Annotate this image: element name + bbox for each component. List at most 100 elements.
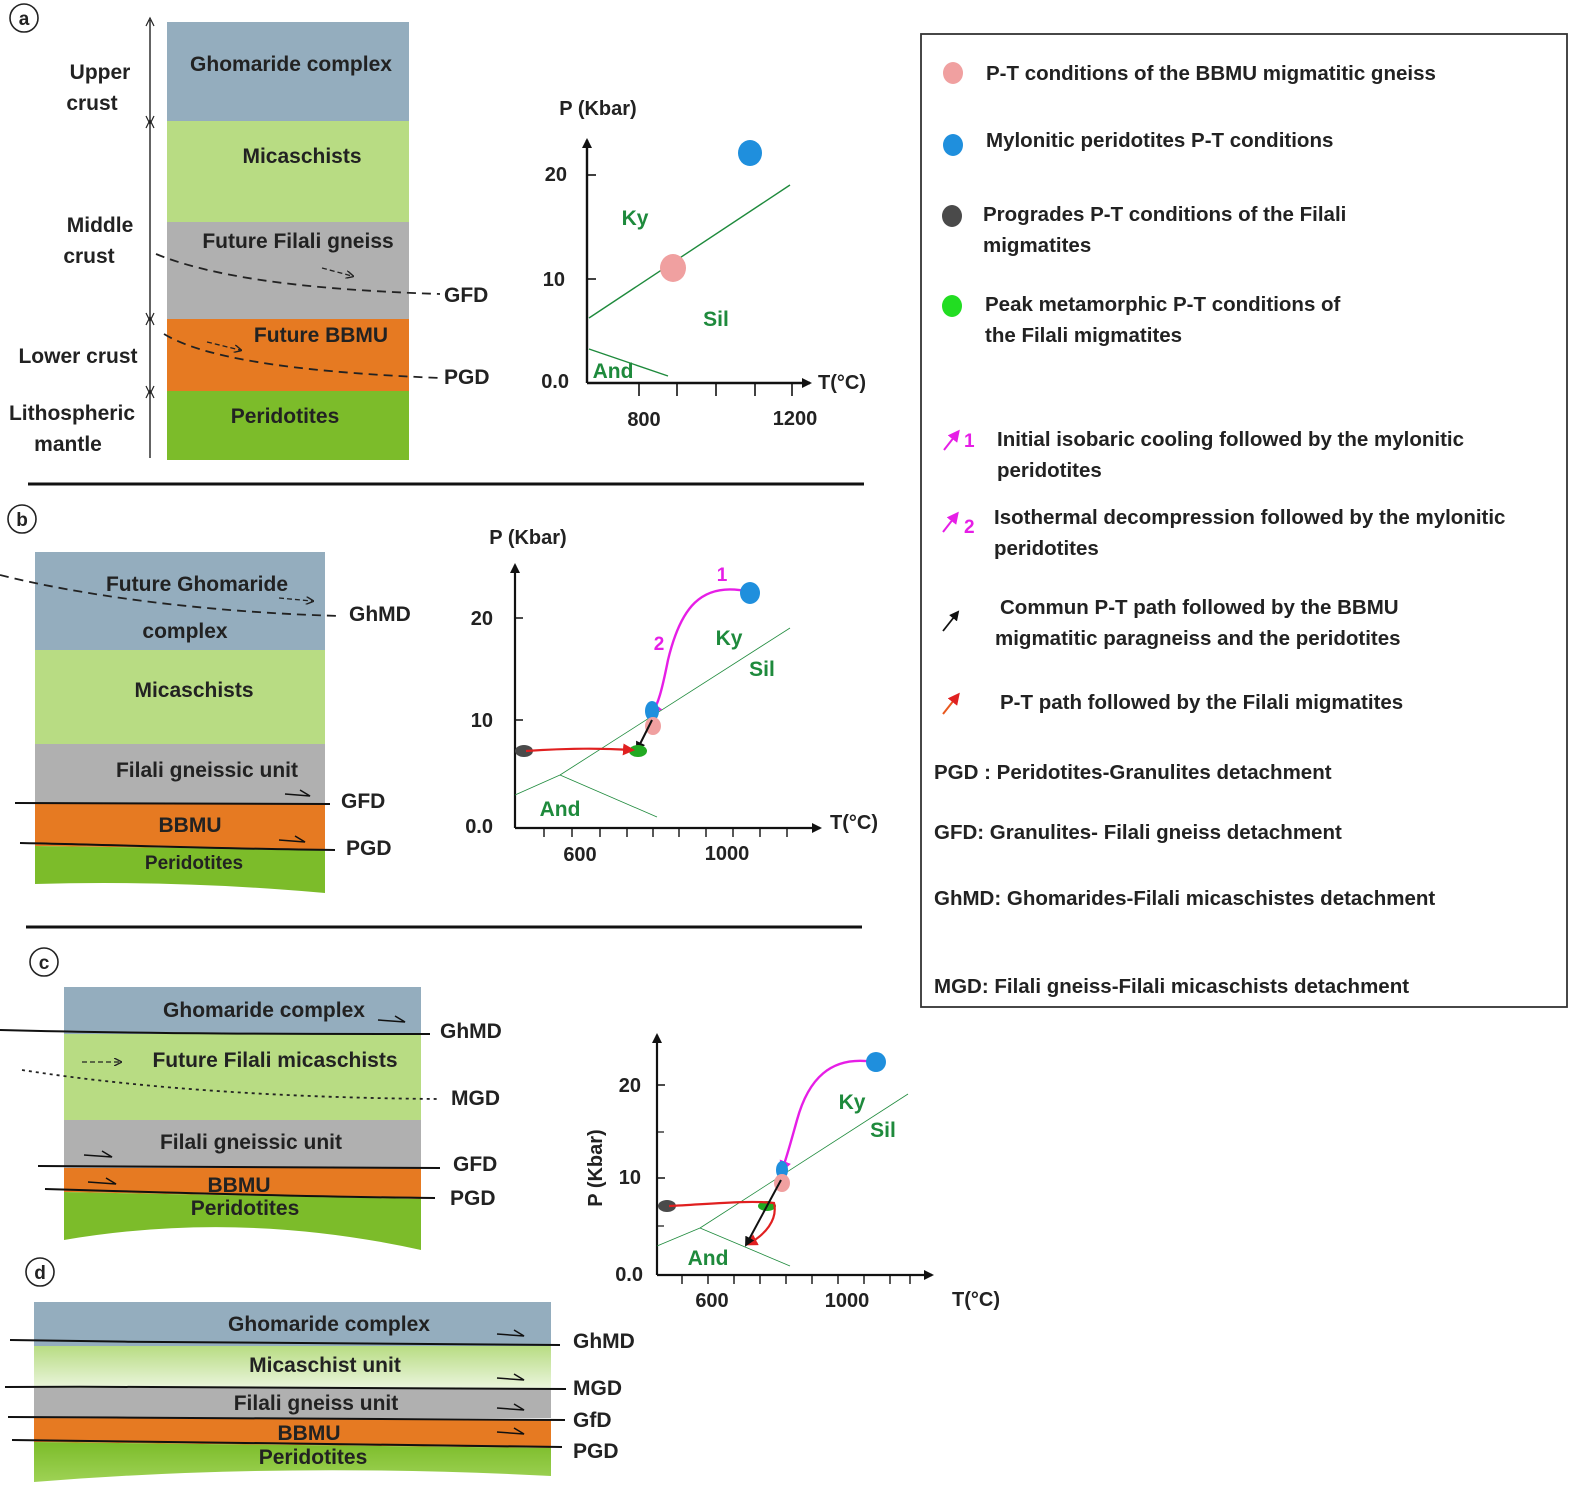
unit-label: Filali gneiss unit bbox=[234, 1392, 399, 1415]
legend-abbreviation: GFD: Granulites- Filali gneiss detachmen… bbox=[934, 821, 1342, 844]
chart-c-xlabel: T(°C) bbox=[952, 1289, 1000, 1311]
ky-sil-boundary bbox=[559, 627, 791, 776]
detachment-label: GhMD bbox=[349, 603, 411, 626]
point-prograde bbox=[658, 1200, 676, 1212]
unit-label: Peridotites bbox=[145, 853, 243, 874]
detachment-label: PGD bbox=[573, 1440, 619, 1463]
legend-arrow-black bbox=[942, 610, 960, 632]
unit-label: Peridotites bbox=[259, 1446, 368, 1469]
chart-c-ytick: 0.0 bbox=[615, 1264, 643, 1286]
and-boundary bbox=[656, 1227, 701, 1247]
chart-a-xtick: 1200 bbox=[773, 408, 818, 430]
point-bbmu bbox=[660, 254, 686, 282]
layer-ghomaride bbox=[64, 987, 421, 1034]
field-sil: Sil bbox=[870, 1119, 896, 1142]
unit-label: Micaschist unit bbox=[249, 1354, 401, 1377]
crust-label-upper: Upper bbox=[70, 61, 131, 84]
panel-d-tag: d bbox=[34, 1263, 46, 1284]
unit-label: Future Ghomaride bbox=[106, 573, 288, 596]
point-mylonitic bbox=[776, 1161, 788, 1179]
unit-label: Ghomaride complex bbox=[190, 53, 392, 76]
future-pgd-line bbox=[163, 333, 441, 379]
legend-marker-peak bbox=[942, 295, 962, 317]
legend-text: migmatites bbox=[983, 234, 1091, 257]
legend-abbreviation: GhMD: Ghomarides-Filali micaschistes det… bbox=[934, 887, 1435, 910]
detachment-label: PGD bbox=[444, 366, 490, 389]
crust-label-mantle: Lithospheric bbox=[9, 402, 135, 425]
path-number: 2 bbox=[654, 634, 665, 655]
crust-label-mantle: mantle bbox=[34, 433, 102, 456]
path-number: 1 bbox=[717, 565, 728, 586]
detachment-label: MGD bbox=[451, 1087, 500, 1110]
path-magenta bbox=[779, 1059, 875, 1173]
pgd-line bbox=[44, 1188, 436, 1199]
layer-micaschists bbox=[64, 1034, 421, 1120]
path-red bbox=[668, 1200, 776, 1246]
legend-text: Peak metamorphic P-T conditions of bbox=[985, 293, 1341, 316]
unit-label: complex bbox=[142, 620, 228, 643]
legend-text: Progrades P-T conditions of the Filali bbox=[983, 203, 1346, 226]
layer-bbmu bbox=[35, 803, 325, 850]
layer-ghomaride bbox=[34, 1302, 551, 1346]
and-sil-boundary bbox=[559, 774, 658, 818]
unit-label: Ghomaride complex bbox=[228, 1313, 430, 1336]
legend-text: P-T path followed by the Filali migmatit… bbox=[1000, 691, 1403, 714]
legend-arrow-red bbox=[942, 692, 960, 715]
panel-d: d Ghomaride complex Micaschist unit Fila… bbox=[4, 1257, 635, 1482]
unit-label: BBMU bbox=[208, 1174, 271, 1197]
panel-b: b Future Ghomaride complex Micaschists F… bbox=[0, 504, 878, 893]
point-bbmu bbox=[645, 717, 661, 735]
chart-c-ytick: 10 bbox=[619, 1167, 641, 1189]
chart-c-ytick: 20 bbox=[619, 1075, 641, 1097]
unit-label: Future Filali gneiss bbox=[202, 230, 393, 253]
unit-label: Future Filali micaschists bbox=[152, 1049, 397, 1072]
point-mylonitic bbox=[740, 582, 760, 604]
field-and: And bbox=[593, 360, 634, 383]
point-mylonitic bbox=[645, 701, 659, 721]
panel-c-tag: c bbox=[39, 953, 50, 974]
future-ghmd-line bbox=[0, 574, 341, 617]
crust-label-upper: crust bbox=[66, 92, 117, 115]
ky-sil-boundary bbox=[699, 1093, 909, 1229]
layer-peridotites bbox=[35, 846, 325, 893]
legend-text: peridotites bbox=[994, 537, 1099, 560]
legend-text: peridotites bbox=[997, 459, 1102, 482]
gfd-line bbox=[14, 802, 331, 805]
panel-b-tag: b bbox=[16, 510, 28, 531]
detachment-label: MGD bbox=[573, 1377, 622, 1400]
detachment-label: GhMD bbox=[573, 1330, 635, 1353]
legend-marker-prograde bbox=[942, 205, 962, 227]
chart-a-ytick: 0.0 bbox=[541, 371, 569, 393]
unit-label: BBMU bbox=[159, 814, 222, 837]
future-gfd-line bbox=[155, 253, 441, 295]
unit-label: Filali gneissic unit bbox=[160, 1131, 342, 1154]
and-sil-boundary bbox=[699, 1227, 791, 1267]
layer-peridotites bbox=[167, 391, 409, 460]
layer-bbmu bbox=[34, 1418, 551, 1448]
detachment-label: GFD bbox=[444, 284, 488, 307]
legend-marker-bbmu bbox=[943, 62, 963, 84]
and-boundary bbox=[588, 348, 669, 377]
unit-label: Filali gneissic unit bbox=[116, 759, 298, 782]
legend-marker-mylonitic bbox=[943, 134, 963, 156]
chart-a-ytick: 10 bbox=[543, 269, 565, 291]
pgd-line bbox=[11, 1439, 563, 1448]
path-magenta bbox=[650, 588, 751, 716]
panel-a: a Ghomaride complex Micaschists Future F… bbox=[9, 3, 866, 460]
chart-a-ylabel: P (Kbar) bbox=[559, 98, 636, 120]
unit-label: BBMU bbox=[278, 1422, 341, 1445]
legend-text: Isothermal decompression followed by the… bbox=[994, 506, 1505, 529]
unit-label: Future BBMU bbox=[254, 324, 388, 347]
detachment-label: PGD bbox=[346, 837, 392, 860]
chart-b-xlabel: T(°C) bbox=[830, 812, 878, 834]
chart-c: P (Kbar) T(°C) 20 10 0.0 600 1000 Ky Sil… bbox=[585, 1033, 1000, 1312]
panel-a-tag: a bbox=[19, 9, 30, 30]
future-mgd-line bbox=[21, 1069, 441, 1100]
chart-a: P (Kbar) T(°C) 20 10 0.0 800 1200 Ky Sil… bbox=[541, 98, 866, 431]
detachment-label: GfD bbox=[573, 1409, 612, 1432]
legend-text: migmatitic paragneiss and the peridotite… bbox=[995, 627, 1401, 650]
legend-arrow-magenta bbox=[942, 511, 959, 533]
path-black bbox=[636, 719, 653, 752]
field-and: And bbox=[688, 1247, 729, 1270]
layer-micaschists bbox=[35, 650, 325, 744]
